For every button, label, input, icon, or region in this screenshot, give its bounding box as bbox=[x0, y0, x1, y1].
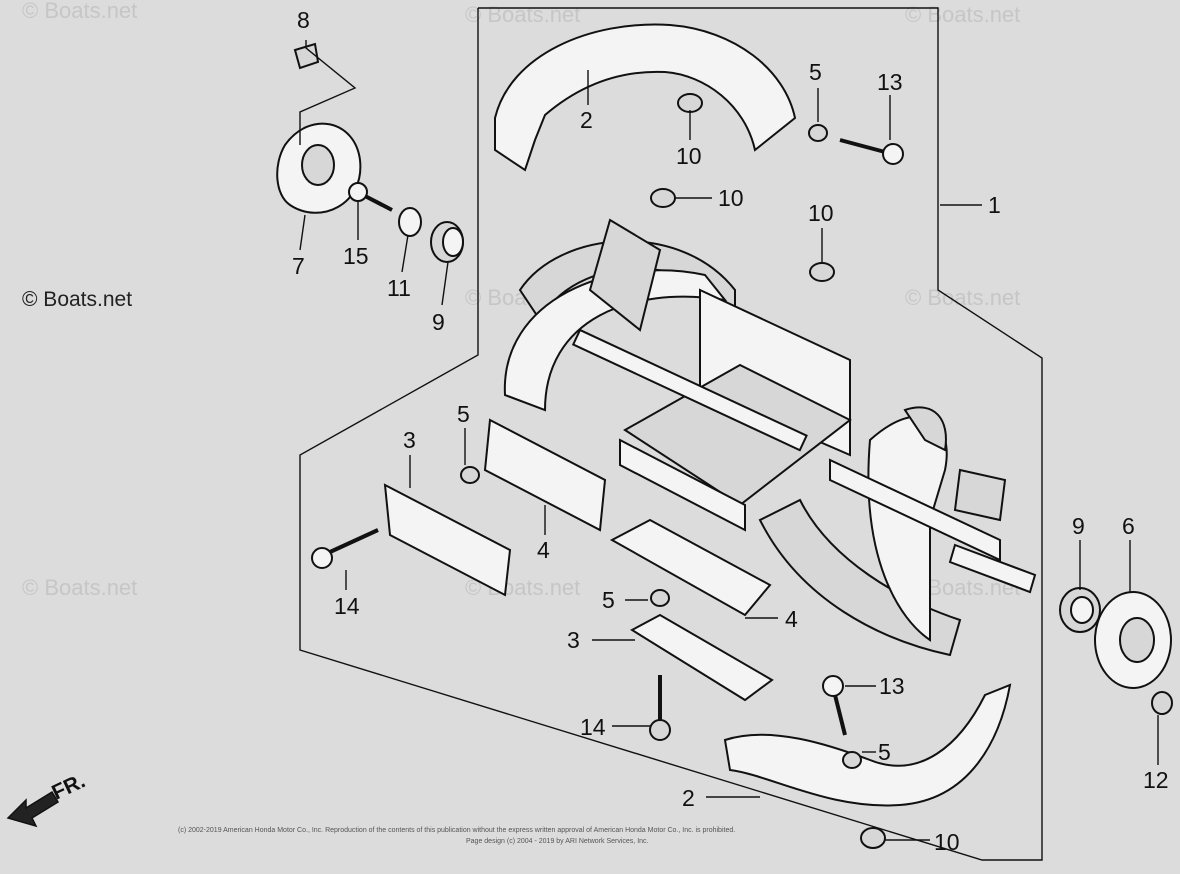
collar-5-top bbox=[808, 124, 828, 142]
callout-5-top: 5 bbox=[809, 59, 822, 85]
callout-10-a: 10 bbox=[676, 143, 702, 169]
callout-2-bottom: 2 bbox=[682, 785, 695, 811]
callout-3-mid: 3 bbox=[567, 627, 580, 653]
collar-5-mid bbox=[650, 589, 670, 607]
scraper-shoe-top bbox=[494, 23, 797, 172]
callout-8: 8 bbox=[297, 7, 310, 33]
bearing-9-left bbox=[430, 221, 464, 263]
copyright-line: (c) 2002-2019 American Honda Motor Co., … bbox=[178, 827, 735, 834]
bolt-15 bbox=[348, 182, 393, 212]
front-direction-arrow-icon bbox=[6, 790, 60, 828]
scraper-shoe-bottom bbox=[723, 683, 1012, 807]
callout-1: 1 bbox=[988, 192, 1001, 218]
callout-14-left: 14 bbox=[334, 593, 360, 619]
leader-lines bbox=[299, 40, 1159, 841]
nut-10-bottom bbox=[860, 827, 886, 849]
design-line: Page design (c) 2004 - 2019 by ARI Netwo… bbox=[466, 838, 649, 845]
plate-3-left bbox=[383, 483, 512, 597]
watermark-lower-left: © Boats.net bbox=[22, 575, 137, 600]
bolt-14-bottom bbox=[649, 675, 671, 741]
bolt-13-top bbox=[839, 138, 904, 165]
callout-11: 11 bbox=[387, 275, 411, 301]
callout-12: 12 bbox=[1143, 767, 1169, 793]
nut-10-b bbox=[650, 188, 676, 208]
callout-4-right: 4 bbox=[785, 606, 798, 632]
washer-11 bbox=[398, 207, 422, 237]
side-cover-6 bbox=[1094, 591, 1172, 689]
plate-4-right bbox=[609, 518, 772, 617]
nut-10-a bbox=[677, 93, 703, 113]
callout-10-c: 10 bbox=[808, 200, 834, 226]
callout-15: 15 bbox=[343, 243, 369, 269]
watermark-brand: © Boats.net bbox=[22, 288, 132, 311]
plate-4-left bbox=[483, 418, 607, 532]
callout-9-right: 9 bbox=[1072, 513, 1085, 539]
callout-13-bottom: 13 bbox=[879, 673, 905, 699]
nut-12 bbox=[1151, 691, 1173, 715]
callout-10-b: 10 bbox=[718, 185, 744, 211]
callout-5-bottom: 5 bbox=[878, 739, 891, 765]
watermark-top-center: © Boats.net bbox=[465, 2, 580, 27]
callout-6: 6 bbox=[1122, 513, 1135, 539]
bolt-13-bottom bbox=[822, 675, 847, 736]
watermark-top-left: © Boats.net bbox=[22, 0, 137, 23]
callout-3-left: 3 bbox=[403, 427, 416, 453]
collar-5-bottom bbox=[842, 751, 862, 769]
bolt-14-left bbox=[311, 528, 379, 569]
callout-7: 7 bbox=[292, 253, 305, 279]
callout-10-bottom: 10 bbox=[934, 829, 960, 855]
callout-5-left: 5 bbox=[457, 401, 470, 427]
watermark-top-right: © Boats.net bbox=[905, 2, 1020, 27]
callout-13-top: 13 bbox=[877, 69, 903, 95]
side-cover-hole bbox=[301, 144, 335, 186]
bearing-9-right bbox=[1059, 587, 1101, 633]
rotor-housing bbox=[503, 218, 1037, 657]
callout-14-bottom: 14 bbox=[580, 714, 606, 740]
collar-5-left bbox=[460, 466, 480, 484]
nut-8 bbox=[293, 42, 320, 70]
callout-4-left: 4 bbox=[537, 537, 550, 563]
assembly-outline bbox=[299, 7, 1043, 861]
plate-3-mid bbox=[629, 613, 774, 702]
callout-9-left: 9 bbox=[432, 309, 445, 335]
callout-5-mid: 5 bbox=[602, 587, 615, 613]
nut-10-c bbox=[809, 262, 835, 282]
callout-2-top: 2 bbox=[580, 107, 593, 133]
